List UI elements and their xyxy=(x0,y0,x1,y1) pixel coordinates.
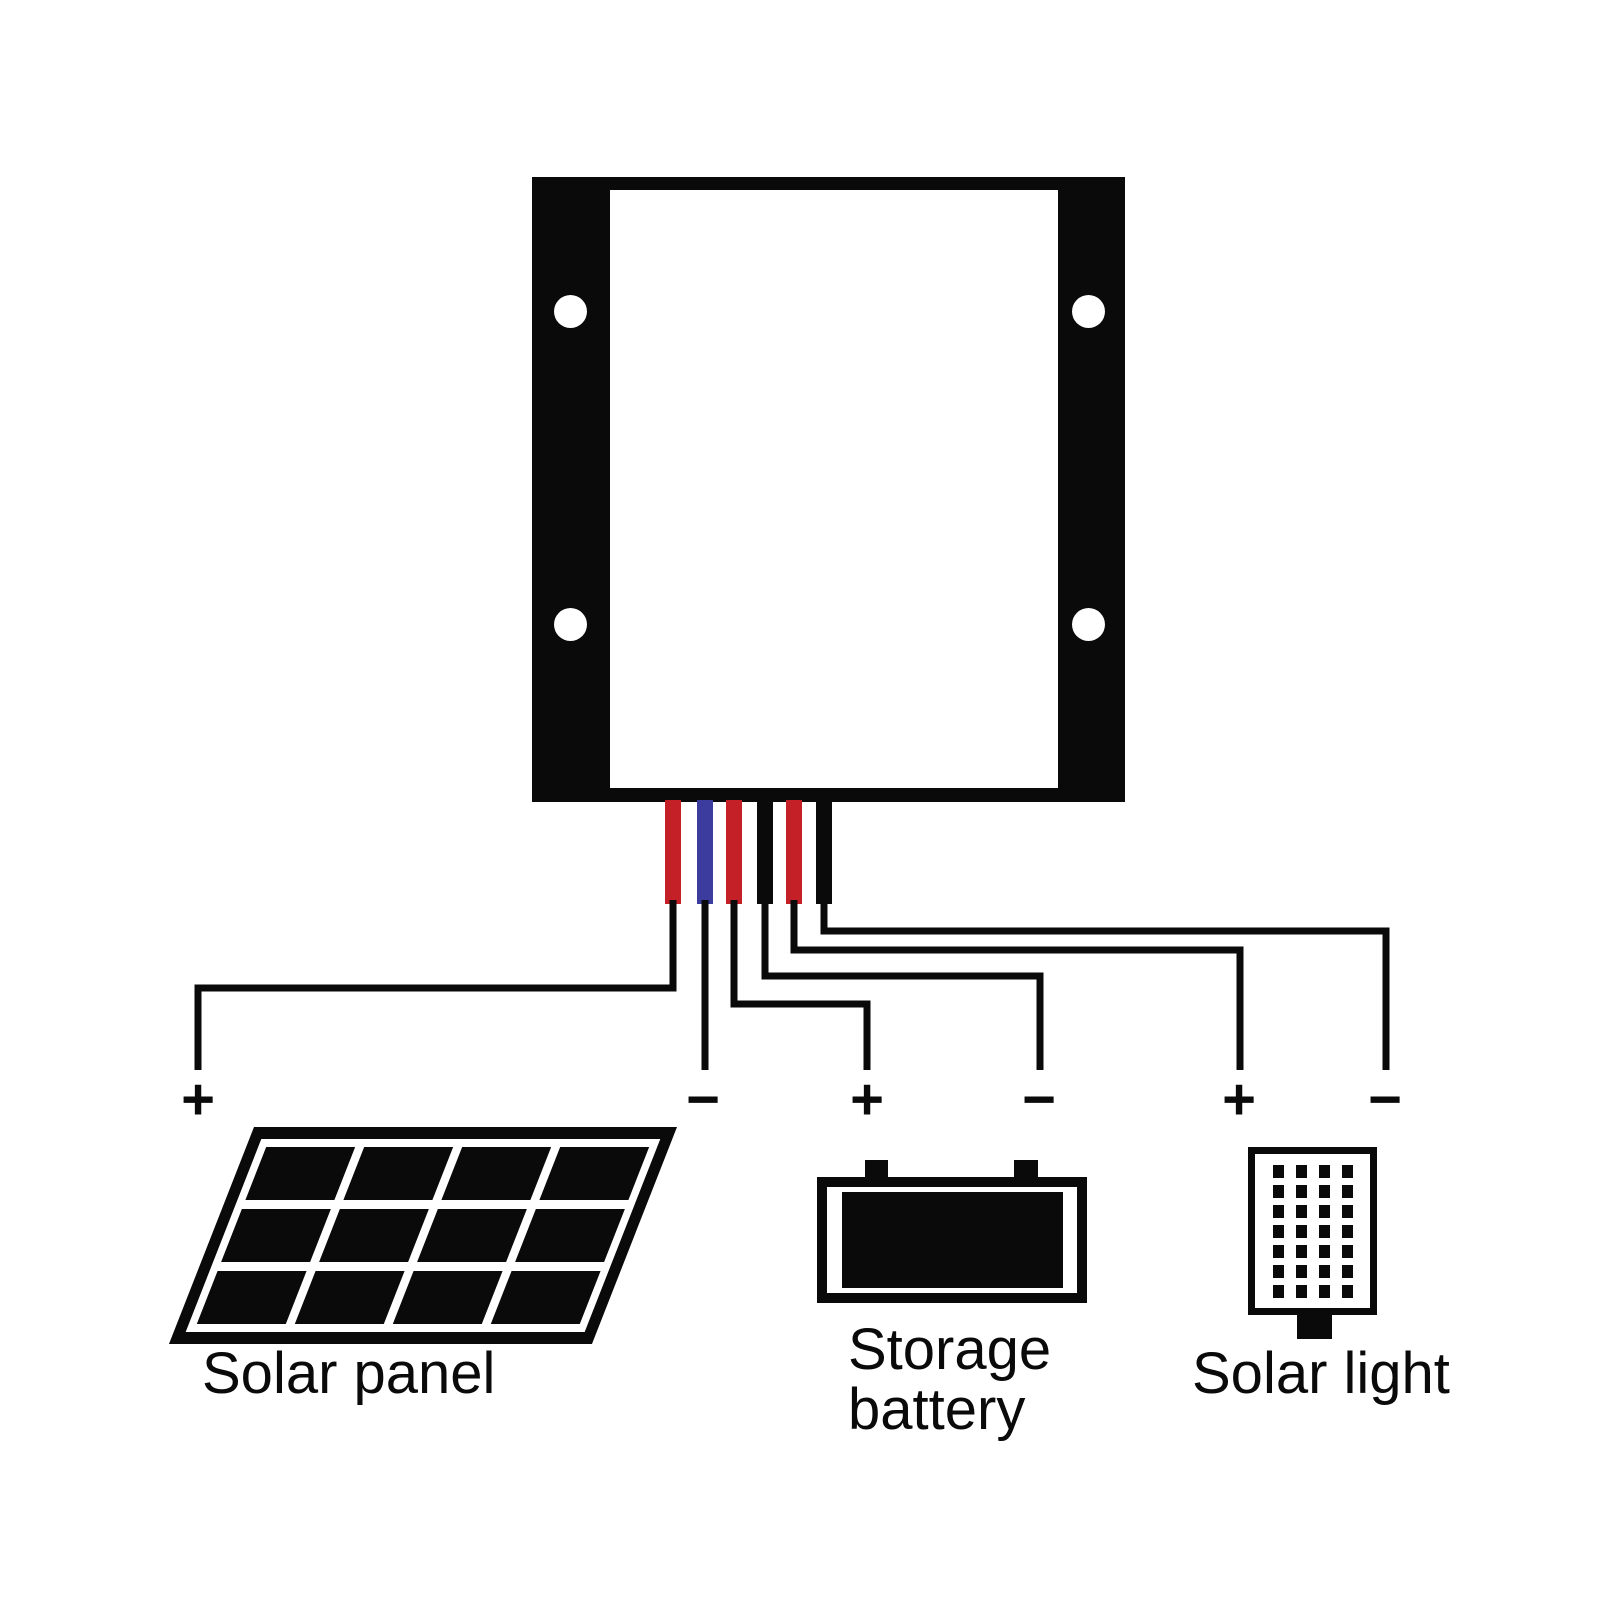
cell xyxy=(1318,1284,1330,1298)
solar-light-label: Solar light xyxy=(1192,1341,1450,1406)
cell xyxy=(1341,1204,1353,1218)
cell xyxy=(1318,1244,1330,1258)
wire-terminal-solar-panel-positive xyxy=(665,800,681,904)
cell xyxy=(1272,1244,1284,1258)
mounting-hole-icon xyxy=(554,295,587,328)
cell xyxy=(1272,1164,1284,1178)
solar-panel-plus-icon: + xyxy=(181,1067,215,1132)
mounting-hole-icon xyxy=(1072,608,1105,641)
cell xyxy=(1272,1184,1284,1198)
light-minus-icon: − xyxy=(1368,1067,1402,1132)
wire-terminal-battery-positive xyxy=(726,800,742,904)
cell xyxy=(490,1271,601,1324)
cell xyxy=(196,1271,307,1324)
battery-terminal-icon xyxy=(865,1160,888,1178)
cell xyxy=(1318,1204,1330,1218)
cell xyxy=(417,1209,527,1262)
light-plus-icon: + xyxy=(1222,1067,1256,1132)
wire-line-light-negative xyxy=(820,900,1390,1070)
cell xyxy=(441,1147,552,1200)
cell xyxy=(1341,1164,1353,1178)
mounting-hole-icon xyxy=(554,608,587,641)
cell xyxy=(1272,1284,1284,1298)
solar-panel-icon xyxy=(168,1127,678,1344)
storage-battery-label: Storage battery xyxy=(848,1320,1051,1440)
cell xyxy=(1341,1224,1353,1238)
battery-terminal-icon xyxy=(1014,1160,1038,1178)
cell xyxy=(1318,1264,1330,1278)
wire-line-solar-panel-positive xyxy=(194,900,677,1070)
cell xyxy=(1272,1224,1284,1238)
wire-terminal-solar-panel-negative xyxy=(697,800,713,904)
solar-light-mount-icon xyxy=(1297,1313,1332,1339)
charge-controller-icon xyxy=(532,177,1125,802)
cell xyxy=(1272,1204,1284,1218)
battery-plus-icon: + xyxy=(850,1067,884,1132)
cell xyxy=(392,1271,503,1324)
cell xyxy=(294,1271,405,1324)
cell xyxy=(1295,1164,1307,1178)
wire-line-battery-positive xyxy=(730,900,871,1070)
cell xyxy=(1295,1204,1307,1218)
battery-core xyxy=(842,1192,1063,1288)
wire-line-battery-negative xyxy=(761,900,1044,1070)
storage-battery-label-line2: battery xyxy=(848,1377,1026,1442)
cell xyxy=(1295,1224,1307,1238)
cell xyxy=(1318,1184,1330,1198)
cell xyxy=(221,1209,331,1262)
cell xyxy=(515,1209,625,1262)
solar-panel-minus-icon: − xyxy=(686,1067,720,1132)
wire-terminal-light-positive xyxy=(786,800,802,904)
cell xyxy=(319,1209,429,1262)
cell xyxy=(245,1147,356,1200)
cell xyxy=(1341,1284,1353,1298)
wire-terminal-battery-negative xyxy=(757,800,773,904)
cell xyxy=(343,1147,454,1200)
wire-line-light-positive xyxy=(790,900,1244,1070)
cell xyxy=(1341,1184,1353,1198)
wire-terminal-light-negative xyxy=(816,800,832,904)
cell xyxy=(539,1147,650,1200)
controller-face xyxy=(610,190,1058,788)
solar-panel-label: Solar panel xyxy=(202,1341,496,1406)
cell xyxy=(1295,1244,1307,1258)
mounting-hole-icon xyxy=(1072,295,1105,328)
cell xyxy=(1318,1164,1330,1178)
cell xyxy=(1295,1264,1307,1278)
cell xyxy=(1341,1244,1353,1258)
cell xyxy=(1272,1264,1284,1278)
solar-light-icon xyxy=(1248,1147,1377,1315)
cell xyxy=(1295,1184,1307,1198)
battery-minus-icon: − xyxy=(1022,1067,1056,1132)
storage-battery-label-line1: Storage xyxy=(848,1317,1052,1382)
cell xyxy=(1341,1264,1353,1278)
cell xyxy=(1318,1224,1330,1238)
cell xyxy=(1295,1284,1307,1298)
storage-battery-icon xyxy=(817,1177,1087,1303)
